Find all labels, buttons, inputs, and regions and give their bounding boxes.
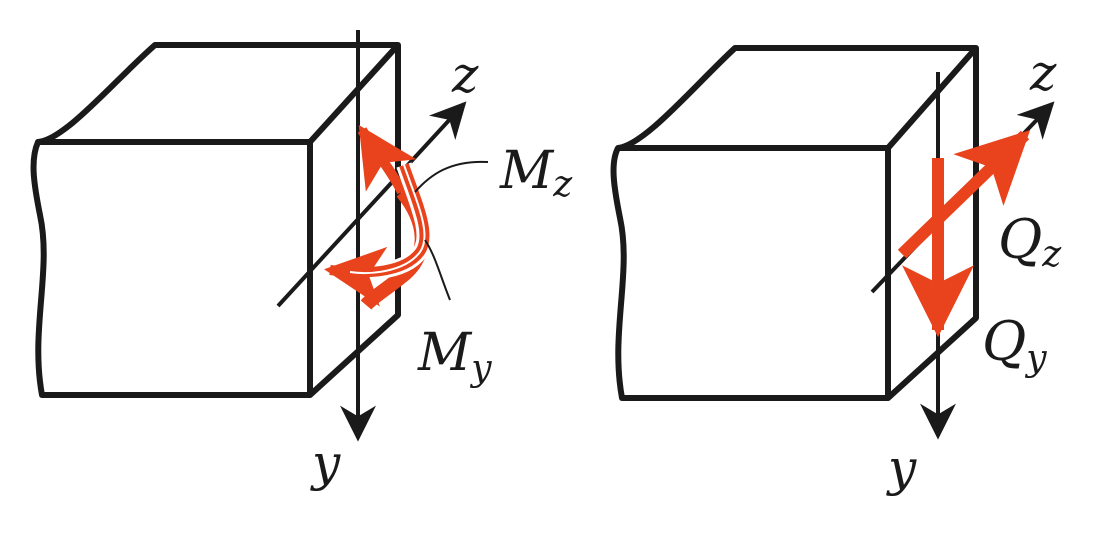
leader-moment-y bbox=[424, 239, 451, 301]
z-axis-left bbox=[276, 101, 467, 308]
beam-block-right bbox=[610, 45, 979, 401]
shear-y-label: Qy bbox=[982, 310, 1047, 379]
moment-y-label: My bbox=[417, 323, 492, 389]
right-panel: z y Qz Qy bbox=[610, 44, 1062, 497]
moment-z-label: Mz bbox=[499, 141, 573, 205]
y-axis-label-right: y bbox=[886, 439, 917, 497]
beam-block-left bbox=[30, 42, 401, 398]
shear-z-label: Qz bbox=[998, 208, 1062, 275]
y-axis-label-left: y bbox=[310, 434, 341, 492]
left-panel: z y Mz My bbox=[30, 30, 573, 492]
shear-z-arrow bbox=[897, 129, 1031, 259]
leader-moment-z bbox=[414, 160, 489, 193]
moment-y-arrow bbox=[324, 162, 433, 307]
z-axis-label-right: z bbox=[1029, 44, 1057, 102]
z-axis-label-left: z bbox=[451, 46, 479, 104]
